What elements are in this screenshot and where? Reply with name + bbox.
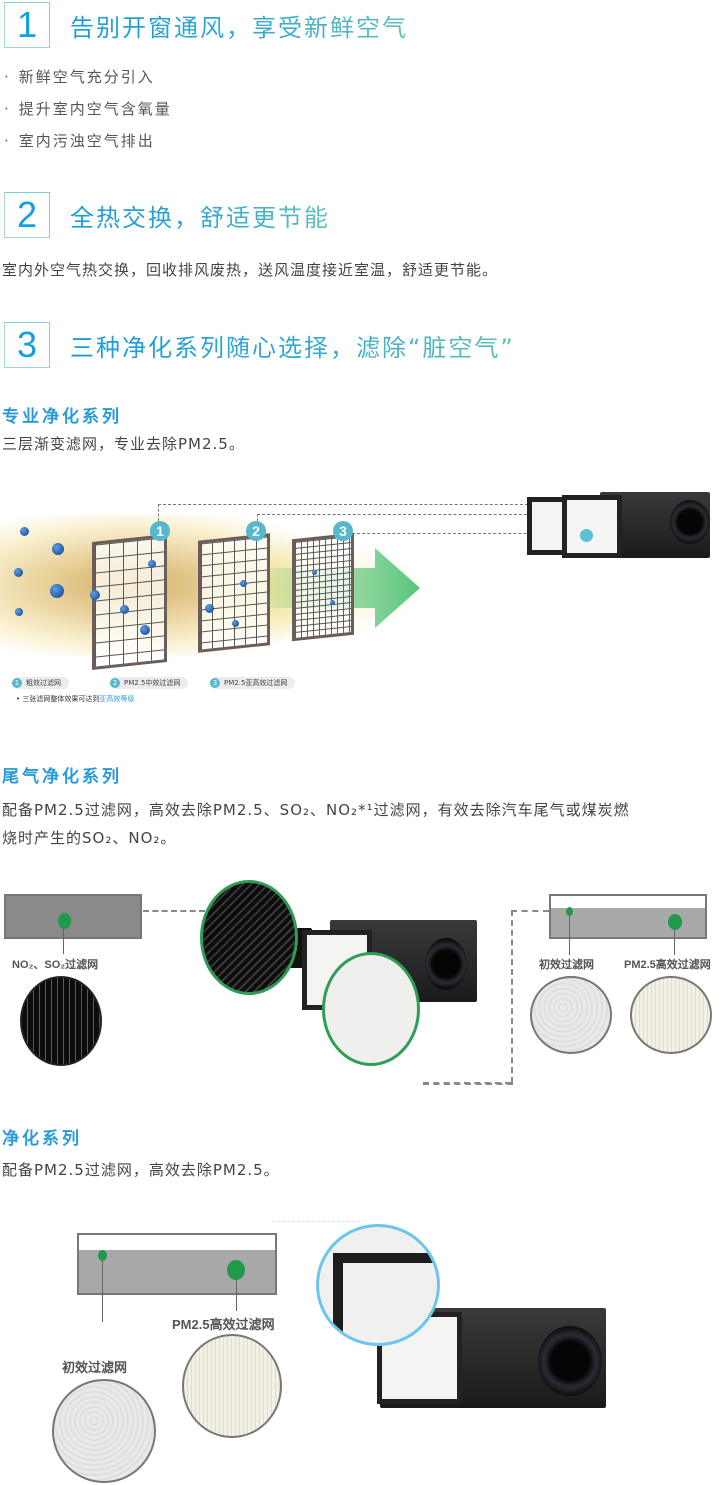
section-title: 三种净化系列随心选择，滤除“脏空气” bbox=[70, 328, 515, 363]
filter-frame bbox=[333, 1253, 437, 1343]
section-1-header: 1 告别开窗通风，享受新鲜空气 bbox=[4, 2, 408, 48]
filter-badge-1: 1 bbox=[150, 521, 170, 541]
list-item: ·新鲜空气充分引入 bbox=[4, 68, 155, 86]
leader-line bbox=[257, 514, 537, 515]
particle bbox=[140, 625, 150, 635]
medium-filter-panel bbox=[198, 533, 270, 653]
series-title-standard: 净化系列 bbox=[2, 1129, 82, 1149]
pm25-filter-label: PM2.5高效过滤网 bbox=[624, 959, 711, 971]
series-text-standard: 配备PM2.5过滤网，高效去除PM2.5。 bbox=[2, 1161, 280, 1179]
air-duct-icon bbox=[538, 1326, 602, 1396]
filter-layers-card bbox=[549, 894, 707, 939]
series-text-exhaust: 配备PM2.5过滤网，高效去除PM2.5、SO₂、NO₂*¹过滤网，有效去除汽车… bbox=[2, 801, 630, 847]
gas-filter-card bbox=[4, 894, 142, 939]
carbon-zoom-circle bbox=[200, 880, 298, 995]
primary-filter-label: 初效过滤网 bbox=[62, 1360, 128, 1375]
primary-filter-swatch bbox=[530, 976, 612, 1054]
leader-line bbox=[257, 514, 258, 521]
filter-cartridge bbox=[527, 497, 567, 555]
filter-zoom-circle bbox=[316, 1224, 440, 1346]
leader-line bbox=[158, 504, 533, 505]
leader-line bbox=[63, 928, 64, 954]
marker-dot bbox=[580, 529, 593, 542]
primary-filter-label: 初效过滤网 bbox=[539, 959, 594, 971]
leader-line bbox=[236, 1279, 237, 1311]
particle bbox=[14, 568, 23, 577]
gas-filter-swatch bbox=[20, 976, 102, 1066]
feature-list: ·新鲜空气充分引入 ·提升室内空气含氧量 ·室内污浊空气排出 bbox=[4, 66, 172, 162]
marker-dot bbox=[98, 1250, 107, 1261]
pm25-filter-swatch bbox=[182, 1334, 282, 1438]
marker-dot bbox=[566, 907, 573, 916]
leader-line bbox=[272, 1221, 360, 1222]
particle bbox=[232, 620, 239, 627]
section-number-box: 1 bbox=[4, 2, 50, 48]
sub-hepa-filter-panel bbox=[292, 532, 354, 642]
leader-line bbox=[423, 1083, 513, 1085]
particle bbox=[120, 605, 129, 614]
filter-badge-2: 2 bbox=[246, 521, 266, 541]
series-text-professional: 三层渐变滤网，专业去除PM2.5。 bbox=[2, 435, 245, 453]
section-title: 全热交换，舒适更节能 bbox=[70, 198, 330, 233]
leader-line bbox=[423, 1082, 511, 1084]
leader-line bbox=[569, 915, 570, 955]
list-item: ·提升室内空气含氧量 bbox=[4, 100, 172, 118]
section-title: 告别开窗通风，享受新鲜空气 bbox=[70, 8, 408, 43]
marker-dot bbox=[227, 1260, 245, 1280]
series-title-professional: 专业净化系列 bbox=[2, 407, 122, 427]
coarse-filter-panel bbox=[92, 534, 167, 670]
pm25-filter-label: PM2.5高效过滤网 bbox=[172, 1317, 275, 1332]
leader-line bbox=[352, 533, 587, 534]
section-number-box: 2 bbox=[4, 192, 50, 238]
particle bbox=[312, 570, 317, 575]
filter-cartridge bbox=[562, 495, 622, 558]
leader-line bbox=[511, 910, 549, 912]
section-2-text: 室内外空气热交换，回收排风废热，送风温度接近室温，舒适更节能。 bbox=[2, 261, 499, 279]
particle bbox=[20, 527, 29, 536]
particle bbox=[148, 560, 156, 568]
particle bbox=[50, 584, 64, 598]
particle bbox=[90, 590, 100, 600]
leader-line bbox=[102, 1260, 103, 1322]
filter-layers-card bbox=[77, 1233, 277, 1295]
leader-line bbox=[143, 910, 205, 912]
air-duct-icon bbox=[425, 938, 467, 990]
leader-line bbox=[511, 910, 513, 1083]
legend-note: • 三张滤网整体效果可达到亚高效等级 bbox=[16, 695, 135, 703]
particle bbox=[52, 543, 64, 555]
particle bbox=[330, 600, 335, 605]
section-2-header: 2 全热交换，舒适更节能 bbox=[4, 192, 330, 238]
section-3-header: 3 三种净化系列随心选择，滤除“脏空气” bbox=[4, 322, 515, 368]
particle bbox=[15, 608, 23, 616]
primary-filter-swatch bbox=[52, 1379, 156, 1483]
air-duct-icon bbox=[670, 500, 710, 544]
section-number-box: 3 bbox=[4, 322, 50, 368]
series-title-exhaust: 尾气净化系列 bbox=[2, 767, 122, 787]
filter-badge-3: 3 bbox=[333, 521, 353, 541]
marker-dot bbox=[58, 913, 71, 929]
pm25-filter-swatch bbox=[630, 976, 712, 1054]
gas-filter-label: NO₂、SO₂过滤网 bbox=[12, 959, 99, 971]
particle bbox=[240, 580, 247, 587]
hepa-zoom-circle bbox=[322, 952, 420, 1066]
particle bbox=[205, 604, 214, 613]
leader-line bbox=[674, 929, 675, 955]
leader-line bbox=[158, 504, 159, 521]
marker-dot bbox=[668, 914, 682, 930]
list-item: ·室内污浊空气排出 bbox=[4, 132, 155, 150]
